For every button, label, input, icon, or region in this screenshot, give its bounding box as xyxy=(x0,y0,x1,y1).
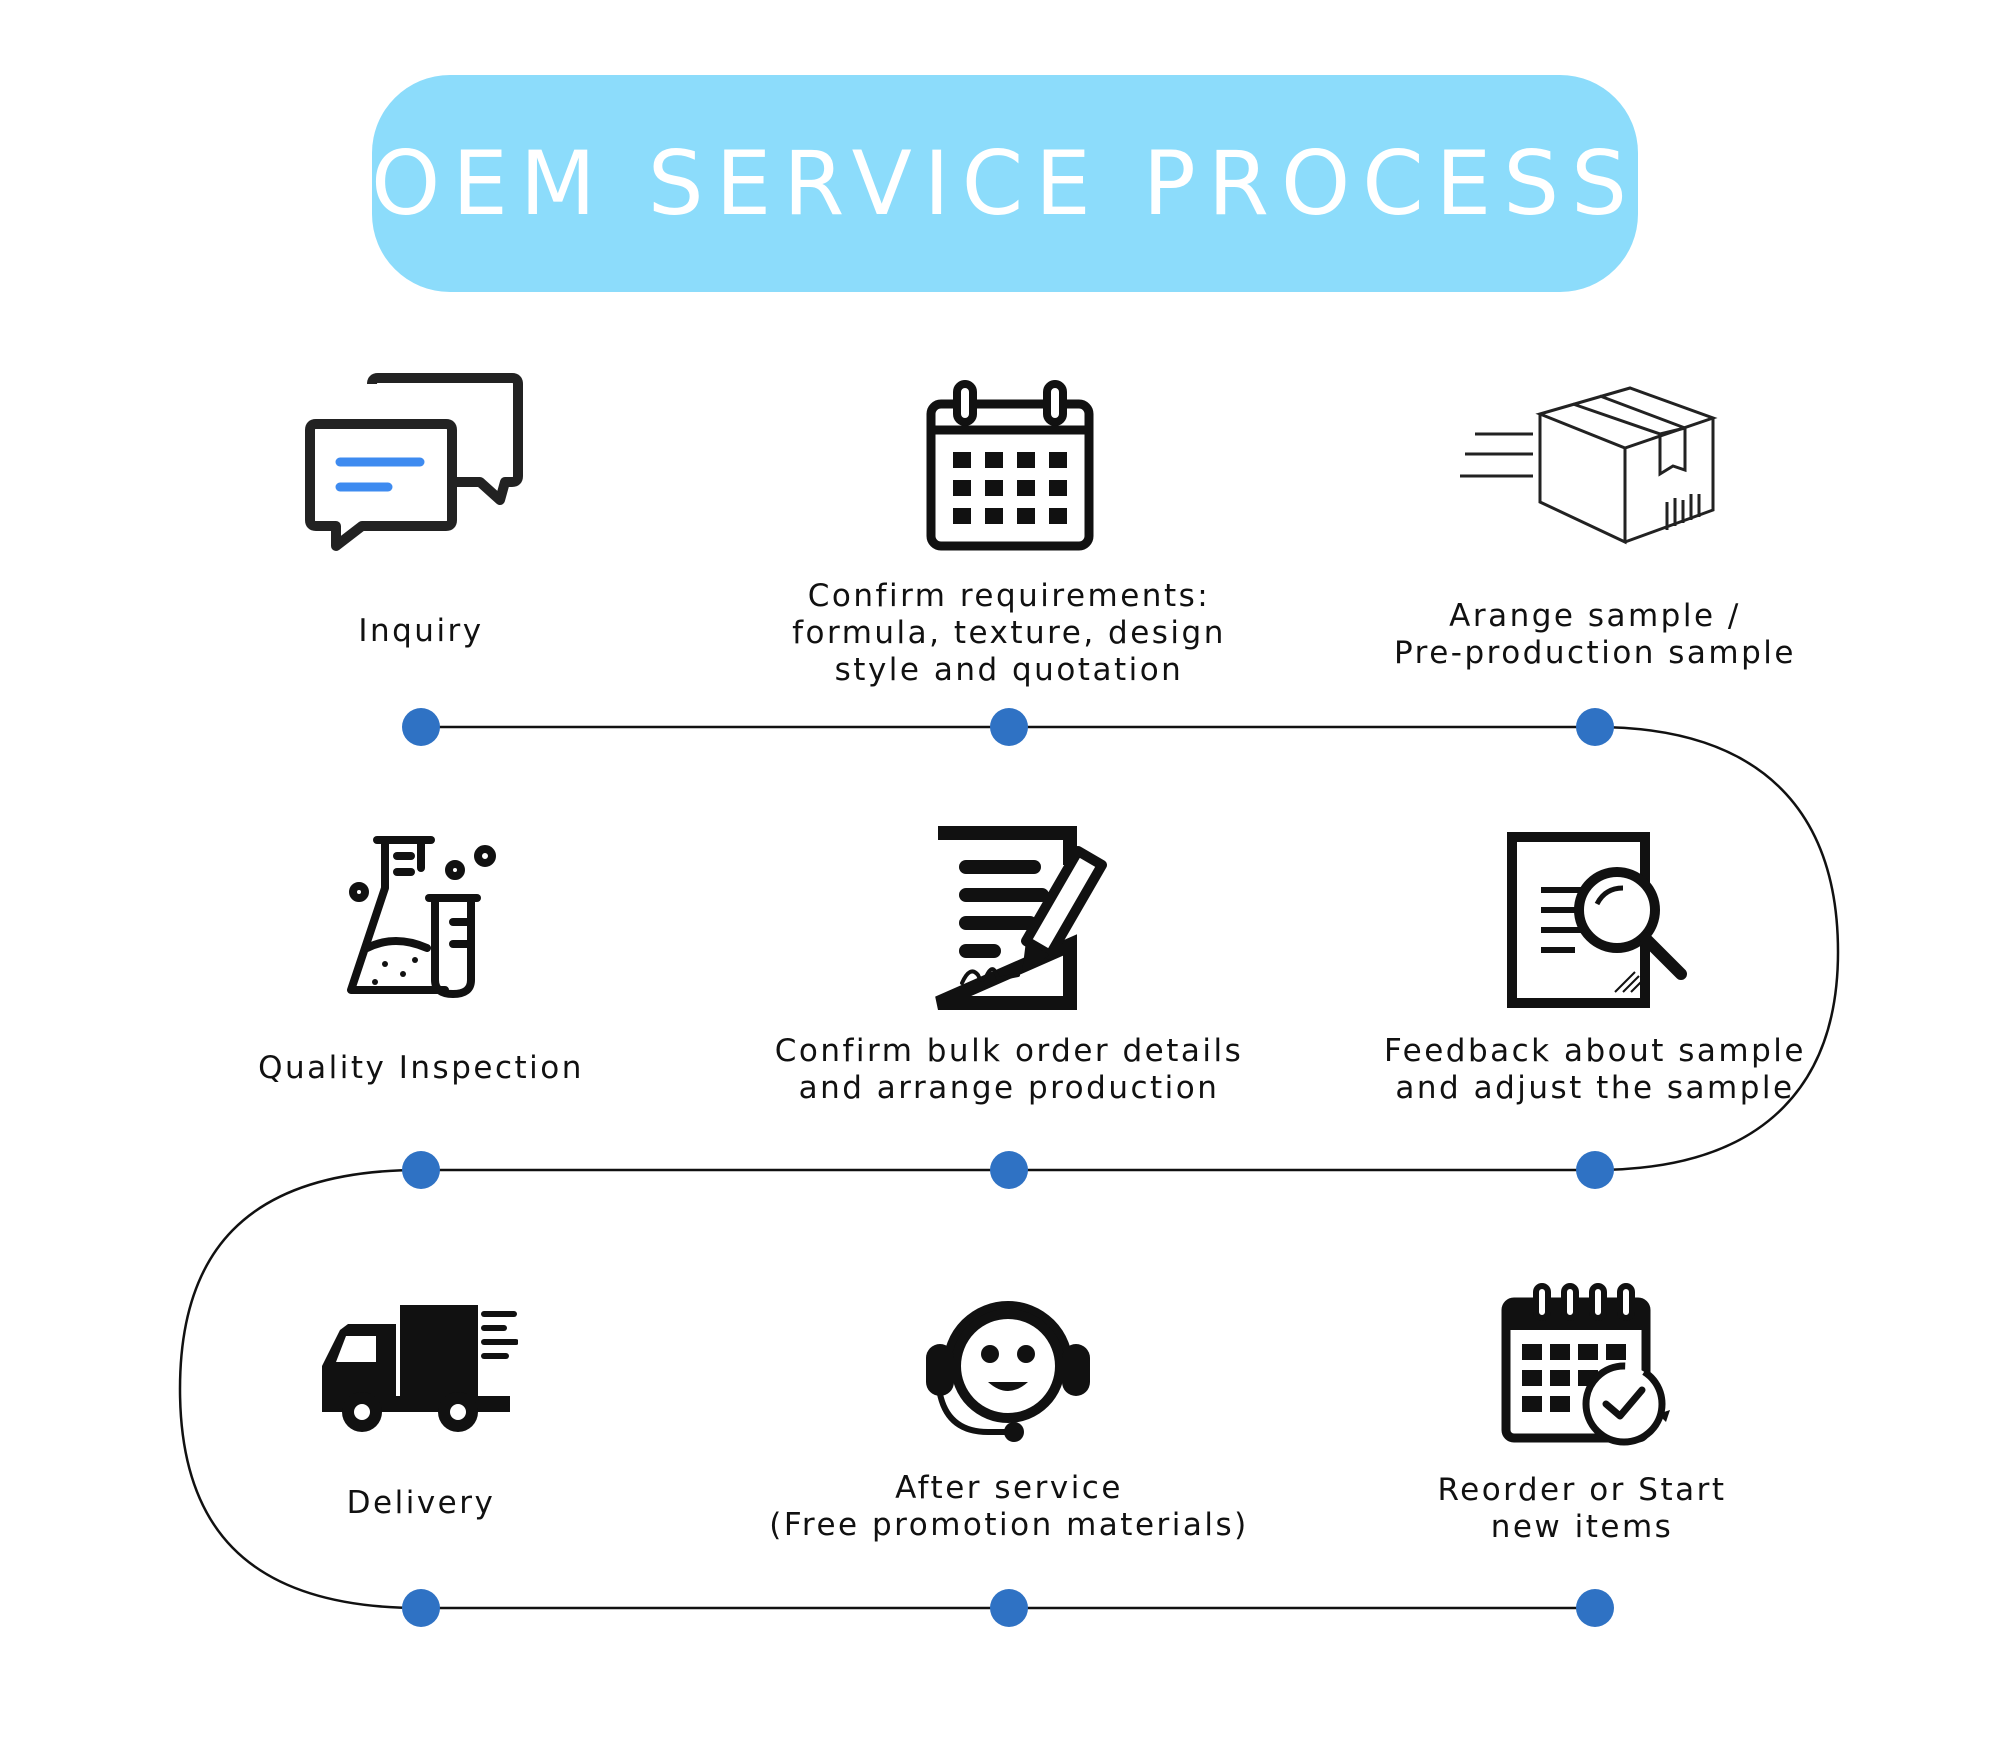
step-4-line-1: Feedback about sample xyxy=(1384,1033,1806,1069)
step-5-line-2: and arrange production xyxy=(798,1070,1220,1106)
step-3-line-2: Pre-production sample xyxy=(1394,635,1796,671)
step-4-line-2: and adjust the sample xyxy=(1395,1070,1795,1106)
dot-step-7 xyxy=(402,1589,440,1627)
step-label-1: Inquiry xyxy=(161,613,681,650)
document-signature-icon xyxy=(935,826,1107,1010)
lab-flasks-icon xyxy=(347,836,496,998)
step-label-3: Arange sample / Pre-production sample xyxy=(1335,598,1855,672)
package-box-icon xyxy=(1460,386,1718,545)
step-dots xyxy=(402,708,1614,1627)
step-5-line-1: Confirm bulk order details xyxy=(774,1033,1244,1069)
title-banner: OEM SERVICE PROCESS xyxy=(371,75,1639,292)
step-8-line-1: After service xyxy=(895,1470,1123,1506)
chat-bubbles-icon xyxy=(305,373,523,551)
dot-step-1 xyxy=(402,708,440,746)
step-2-line-1: Confirm requirements: xyxy=(807,578,1211,614)
step-9-line-1: Reorder or Start xyxy=(1437,1472,1727,1508)
step-label-4: Feedback about sample and adjust the sam… xyxy=(1335,1033,1855,1107)
step-label-8: After service (Free promotion materials) xyxy=(749,1470,1269,1544)
page-title: OEM SERVICE PROCESS xyxy=(371,132,1639,235)
dot-step-3 xyxy=(1576,708,1614,746)
step-2-line-2: formula, texture, design xyxy=(792,615,1226,651)
step-1-line-1: Inquiry xyxy=(358,613,484,649)
step-9-line-2: new items xyxy=(1490,1509,1674,1545)
step-7-line-1: Delivery xyxy=(346,1485,496,1521)
calendar-icon xyxy=(926,380,1094,551)
dot-step-6 xyxy=(402,1151,440,1189)
dot-step-5 xyxy=(990,1151,1028,1189)
delivery-truck-icon xyxy=(322,1305,518,1432)
step-6-line-1: Quality Inspection xyxy=(258,1050,584,1086)
dot-step-9 xyxy=(1576,1589,1614,1627)
step-2-line-3: style and quotation xyxy=(834,652,1184,688)
step-label-6: Quality Inspection xyxy=(161,1050,681,1087)
step-label-7: Delivery xyxy=(161,1485,681,1522)
document-search-icon xyxy=(1507,832,1687,1008)
step-3-line-1: Arange sample / xyxy=(1449,598,1741,634)
step-label-5: Confirm bulk order details and arrange p… xyxy=(749,1033,1269,1107)
dot-step-8 xyxy=(990,1589,1028,1627)
dot-step-2 xyxy=(990,708,1028,746)
step-label-9: Reorder or Start new items xyxy=(1322,1472,1842,1546)
step-label-2: Confirm requirements: formula, texture, … xyxy=(749,578,1269,689)
headset-support-icon xyxy=(926,1301,1090,1442)
dot-step-4 xyxy=(1576,1151,1614,1189)
step-8-line-2: (Free promotion materials) xyxy=(769,1507,1249,1543)
calendar-clock-icon xyxy=(1501,1283,1670,1446)
